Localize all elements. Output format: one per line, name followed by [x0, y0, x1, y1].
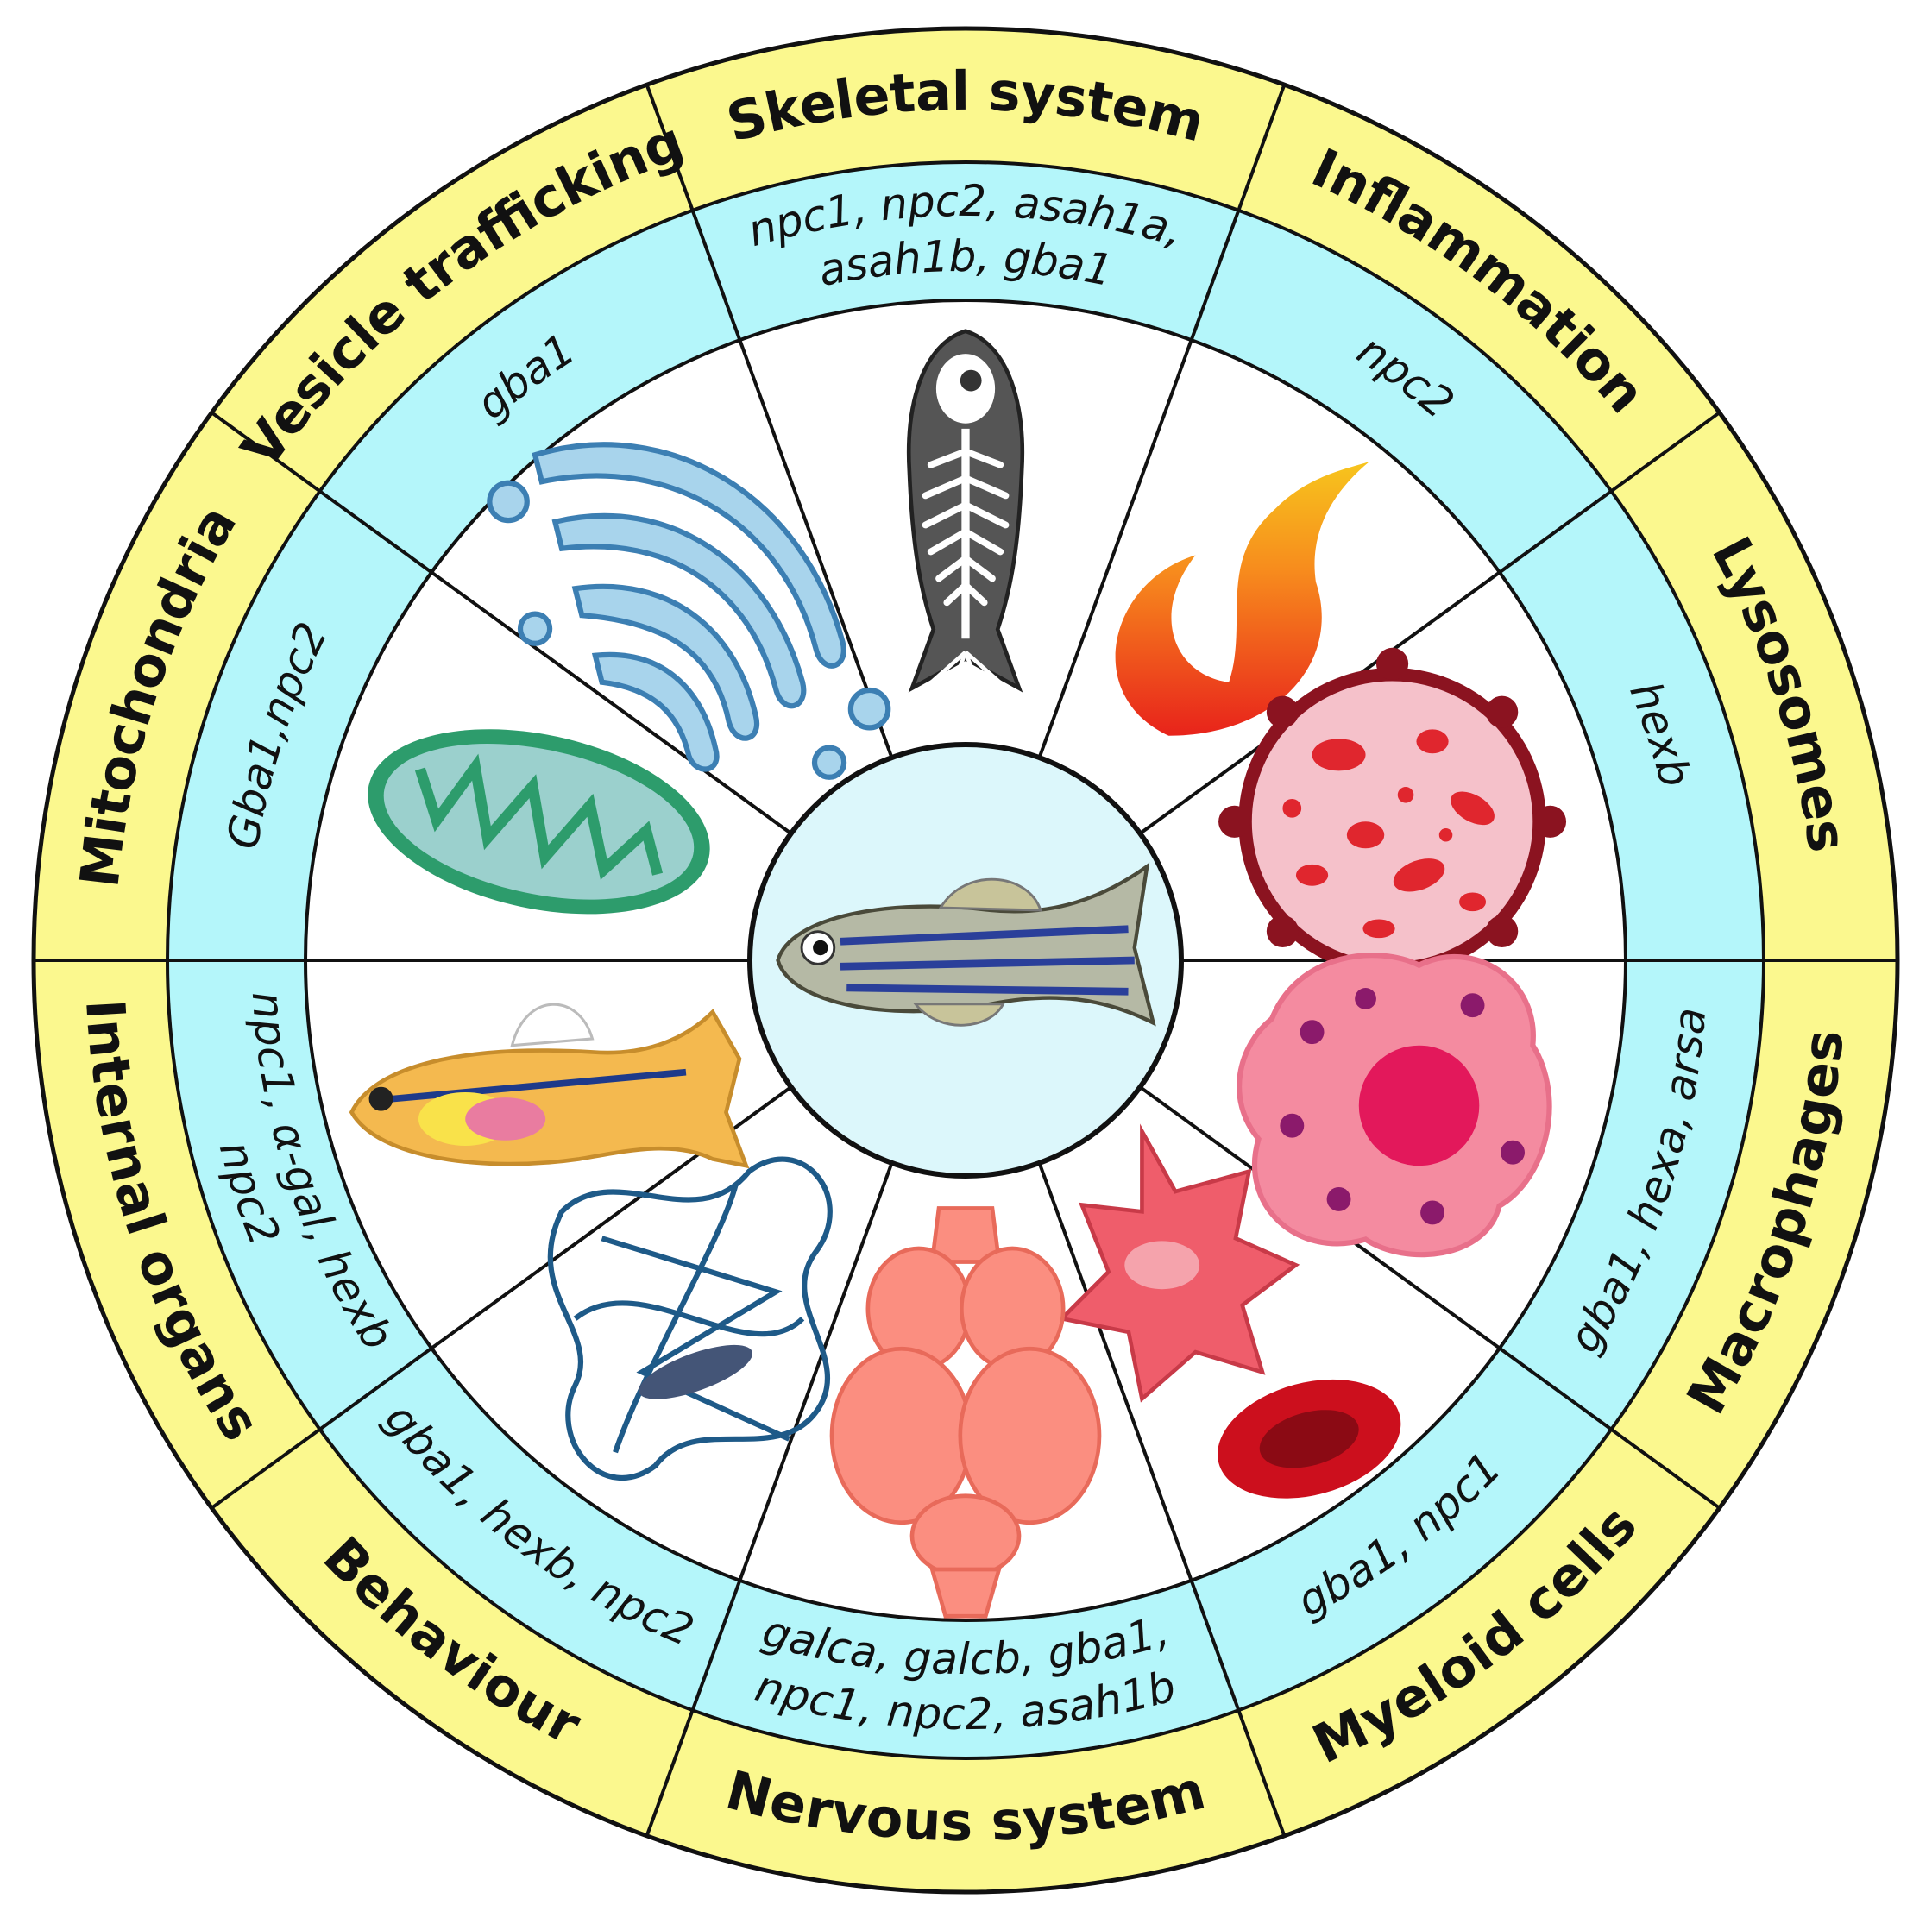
- myeloid-cells-icon: [1057, 1123, 1401, 1499]
- mitochondrion-icon: [368, 729, 710, 915]
- segment-divider: [1037, 84, 1287, 758]
- brain-icon: [829, 1206, 1102, 1619]
- icons: [349, 329, 1567, 1619]
- segment-divider: [1139, 1085, 1721, 1510]
- flame-icon: [1115, 461, 1369, 736]
- lysosome-icon: [1218, 647, 1567, 996]
- segment-divider: [645, 84, 894, 758]
- golgi-icon: [487, 442, 891, 780]
- segment-divider: [211, 1085, 792, 1510]
- zebrafish-icon: [776, 862, 1156, 1027]
- fish-organs-icon: [349, 1003, 750, 1169]
- center-circle: [747, 742, 1184, 1179]
- segment-divider: [1139, 411, 1721, 835]
- segment-divider: [1037, 1162, 1287, 1837]
- skeleton-fish-icon: [906, 329, 1025, 693]
- macrophage-icon: [1237, 953, 1552, 1258]
- swim-track-icon: [547, 1156, 833, 1481]
- segment-divider: [645, 1162, 894, 1837]
